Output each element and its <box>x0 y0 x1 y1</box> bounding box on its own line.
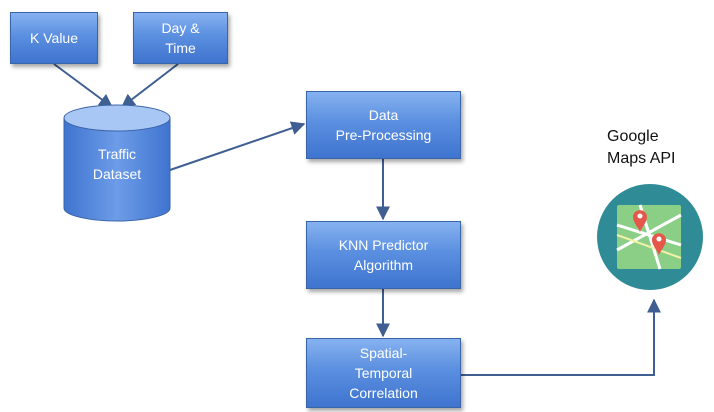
traffic-dataset-label: Traffic Dataset <box>92 146 142 182</box>
traffic-dataset-cylinder <box>63 104 171 222</box>
pre-processing-box: Data Pre-Processing <box>306 91 461 159</box>
knn-predictor-box: KNN Predictor Algorithm <box>306 221 461 289</box>
spatial-temporal-label: Spatial- Temporal Correlation <box>349 345 418 401</box>
map-pin-icon <box>633 210 647 233</box>
arrow-kvalue-to-dataset <box>53 63 114 108</box>
map-pin-icon <box>652 233 666 256</box>
day-time-box: Day & Time <box>133 12 228 64</box>
spatial-temporal-box: Spatial- Temporal Correlation <box>306 338 461 408</box>
connectors <box>53 63 661 376</box>
day-time-label: Day & Time <box>161 20 200 56</box>
arrow-spatial-to-maps <box>461 298 661 376</box>
map-icon <box>597 184 703 290</box>
k-value-box: K Value <box>10 12 98 64</box>
arrow-dataset-to-preprocessing <box>169 121 306 171</box>
arrow-daytime-to-dataset <box>120 63 179 108</box>
google-maps-label: Google Maps API <box>607 128 676 167</box>
knn-predictor-label: KNN Predictor Algorithm <box>338 237 429 273</box>
k-value-label: K Value <box>30 30 78 46</box>
pre-processing-label: Data Pre-Processing <box>335 107 432 143</box>
